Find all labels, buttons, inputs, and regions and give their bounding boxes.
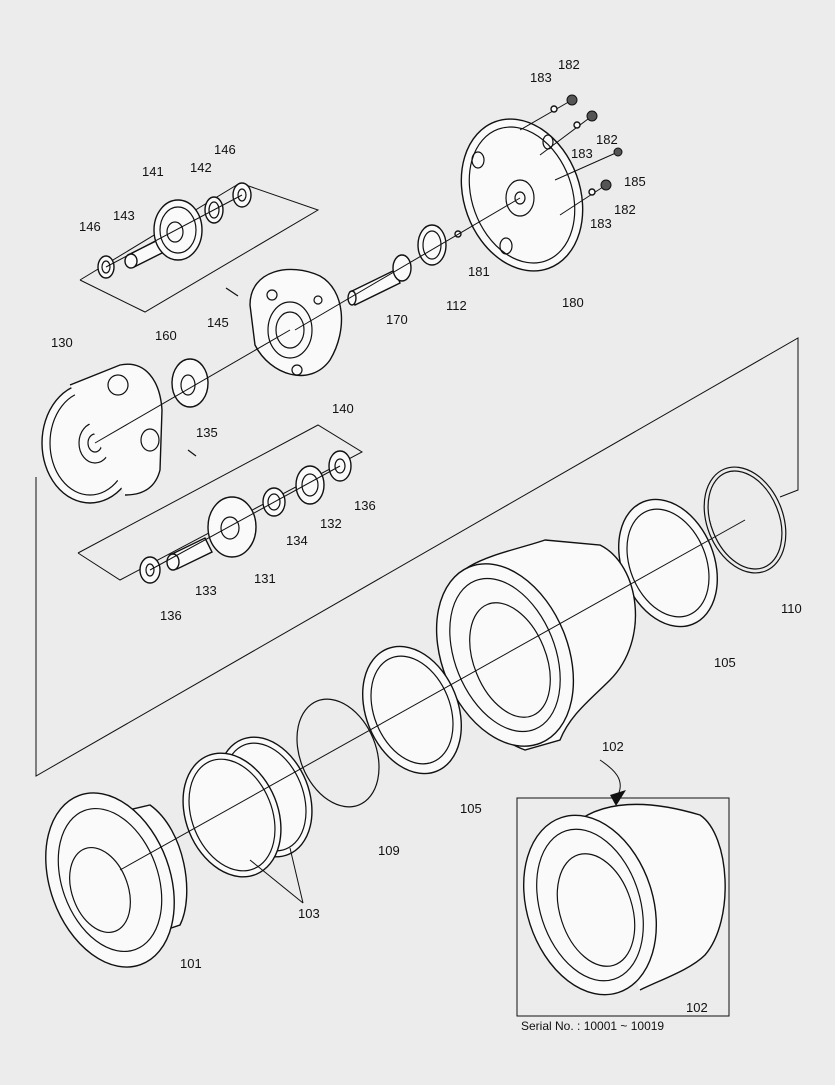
main-assembly-frame: [35, 337, 799, 777]
part-103-seal-pair: [182, 736, 313, 878]
part-131-gear: [207, 496, 257, 558]
bolts-182-183-185: [519, 94, 623, 216]
label-183b: 183: [571, 146, 593, 161]
label-112: 112: [446, 298, 467, 313]
part-105-bearing-lower: [362, 645, 462, 775]
label-160: 160: [155, 328, 177, 343]
label-136a: 136: [160, 608, 182, 623]
part-110-snap-ring: [703, 466, 787, 574]
part-112-thrust-ring: [417, 224, 447, 266]
part-133-pin: [166, 537, 213, 571]
label-131: 131: [254, 571, 276, 586]
part-101-spindle: [45, 792, 188, 968]
part-180-cover: [460, 118, 584, 272]
label-182b: 182: [596, 132, 618, 147]
label-182c: 182: [614, 202, 636, 217]
part-170-sun-shaft: [347, 254, 412, 306]
part-141-gear: [153, 199, 203, 261]
label-182a: 182: [558, 57, 580, 72]
part-102-hub: [435, 539, 637, 751]
label-170: 170: [386, 312, 408, 327]
serial-inset-box: [516, 797, 730, 1017]
label-135: 135: [196, 425, 218, 440]
label-141: 141: [142, 164, 164, 179]
label-143: 143: [113, 208, 135, 223]
part-145-pin: [225, 287, 239, 297]
label-130: 130: [51, 335, 73, 350]
label-180: 180: [562, 295, 584, 310]
label-181: 181: [468, 264, 490, 279]
planet-subassembly-frame-2: [77, 424, 364, 581]
label-145: 145: [207, 315, 229, 330]
label-183a: 183: [530, 70, 552, 85]
label-146a: 146: [79, 219, 101, 234]
inset-arrow-icon: [599, 759, 626, 806]
label-185: 185: [624, 174, 646, 189]
label-110: 110: [781, 601, 802, 616]
label-109: 109: [378, 843, 400, 858]
serial-caption: Serial No. : 10001 ~ 10019: [521, 1019, 664, 1033]
label-105b: 105: [460, 801, 482, 816]
label-142: 142: [190, 160, 212, 175]
label-146b: 146: [214, 142, 236, 157]
part-140-planet-carrier: [249, 268, 343, 377]
label-132: 132: [320, 516, 342, 531]
label-134: 134: [286, 533, 308, 548]
label-183c: 183: [590, 216, 612, 231]
part-132-bearing: [295, 465, 325, 505]
label-140: 140: [332, 401, 354, 416]
label-133: 133: [195, 583, 217, 598]
label-102b: 102: [686, 1000, 708, 1015]
part-160-gear: [171, 358, 209, 408]
part-135-pin: [187, 449, 197, 457]
leader-103: [249, 847, 304, 904]
part-130-carrier-housing: [41, 363, 163, 504]
label-103: 103: [298, 906, 320, 921]
label-101: 101: [180, 956, 202, 971]
label-102: 102: [602, 739, 624, 754]
label-105a: 105: [714, 655, 736, 670]
label-136b: 136: [354, 498, 376, 513]
